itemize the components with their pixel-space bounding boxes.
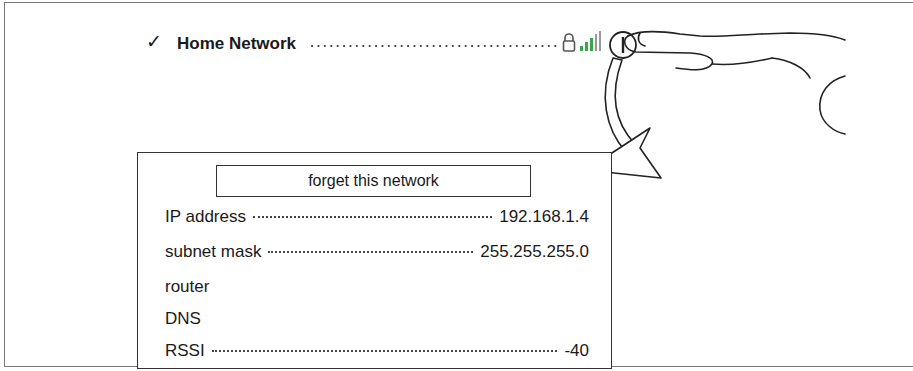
leader-dots — [212, 350, 558, 352]
field-name: IP address — [165, 207, 246, 227]
field-name: RSSI — [165, 341, 205, 361]
network-name: Home Network — [177, 34, 296, 54]
info-button — [610, 32, 636, 58]
info-row: RSSI -40 — [165, 341, 589, 361]
field-name: router — [165, 277, 209, 297]
info-panel: forget this network IP address 192.168.1.4… — [137, 152, 612, 369]
info-row: IP address 192.168.1.4 — [165, 207, 589, 227]
info-row: subnet mask 255.255.255.0 — [165, 242, 589, 262]
button-label: forget this network — [308, 172, 439, 190]
signal-bars — [580, 31, 601, 51]
field-name: DNS — [165, 309, 201, 329]
lock-icon — [564, 34, 575, 51]
field-value: 192.168.1.4 — [499, 207, 589, 227]
info-row: router — [165, 277, 589, 297]
leader-dots — [253, 216, 492, 218]
finger — [625, 32, 845, 134]
info-row: DNS — [165, 309, 589, 329]
leader-dots — [312, 45, 556, 47]
check-mark: ✓ — [146, 30, 162, 53]
leader-dots — [268, 251, 473, 253]
field-value: 255.255.255.0 — [480, 242, 589, 262]
forget-button: forget this network — [216, 165, 531, 197]
field-name: subnet mask — [165, 242, 261, 262]
field-value: -40 — [564, 341, 589, 361]
